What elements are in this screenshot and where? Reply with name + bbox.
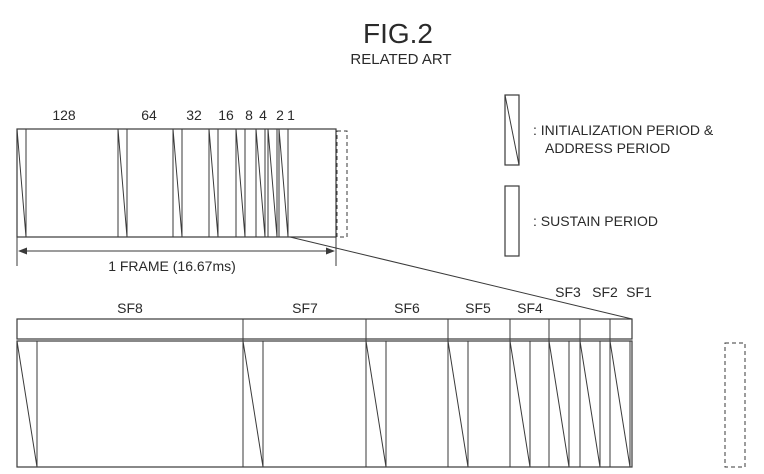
subfield-band-marks — [242, 318, 630, 341]
subfield-label: SF2 — [592, 284, 618, 300]
address-period-diagonal — [609, 340, 631, 468]
address-period-diagonal — [172, 128, 183, 238]
weight-label: 1 — [287, 107, 295, 123]
top-next-frame-dashed — [336, 130, 348, 238]
weight-label: 128 — [52, 107, 76, 123]
subfield-label: SF8 — [117, 300, 143, 316]
address-period-diagonal — [579, 340, 601, 468]
bottom-frame — [16, 340, 746, 468]
weight-label: 16 — [218, 107, 234, 123]
subfield-band — [16, 318, 633, 341]
bottom-subfield-boundaries — [16, 340, 631, 468]
weight-label: 2 — [276, 107, 284, 123]
frame-dimension: 1 FRAME (16.67ms) — [16, 237, 337, 274]
subfield-label: SF4 — [517, 300, 543, 316]
subfield-label: SF7 — [292, 300, 318, 316]
subfield-label: SF1 — [626, 284, 652, 300]
subfield-label: SF5 — [465, 300, 491, 316]
weight-label: 32 — [186, 107, 202, 123]
bottom-frame-outline — [16, 340, 633, 468]
legend-sustain-label: : SUSTAIN PERIOD — [533, 213, 658, 229]
address-period-diagonal — [267, 128, 278, 238]
address-period-diagonal — [365, 340, 387, 468]
figure-subtitle: RELATED ART — [350, 51, 451, 68]
top-subfield-boundaries — [16, 128, 289, 238]
address-period-diagonal — [16, 340, 38, 468]
subfield-label: SF3 — [555, 284, 581, 300]
frame-dimension-label: 1 FRAME (16.67ms) — [108, 258, 236, 274]
bottom-next-frame-dashed — [724, 342, 746, 468]
legend-init-address-icon — [504, 94, 520, 166]
address-period-diagonal — [235, 128, 246, 238]
subfield-label: SF6 — [394, 300, 420, 316]
subfield-labels: SF8 SF7 SF6 SF5 SF4 SF3 SF2 SF1 — [117, 284, 652, 316]
address-period-diagonal — [242, 340, 264, 468]
zoom-connector-line — [289, 236, 633, 320]
weight-label: 8 — [245, 107, 253, 123]
weight-label: 4 — [259, 107, 267, 123]
figure-title: FIG.2 — [363, 18, 433, 49]
legend: : INITIALIZATION PERIOD & ADDRESS PERIOD… — [504, 94, 714, 257]
legend-init-address-label-line1: : INITIALIZATION PERIOD & — [533, 122, 714, 138]
frame-dimension-arrow-left — [18, 247, 27, 255]
frame-dimension-arrow-right — [326, 247, 335, 255]
weight-labels: 128 64 32 16 8 4 2 1 — [52, 107, 295, 123]
address-period-diagonal — [117, 128, 128, 238]
address-period-diagonal — [16, 128, 27, 238]
address-period-diagonal — [255, 128, 266, 238]
legend-sustain-icon — [504, 185, 520, 257]
subfield-band-outline — [16, 318, 633, 340]
address-period-diagonal — [208, 128, 219, 238]
legend-init-address-label-line2: ADDRESS PERIOD — [545, 140, 670, 156]
top-frame — [16, 128, 348, 238]
address-period-diagonal — [548, 340, 570, 468]
weight-label: 64 — [141, 107, 157, 123]
address-period-diagonal — [447, 340, 469, 468]
address-period-diagonal — [278, 128, 289, 238]
address-period-diagonal — [509, 340, 531, 468]
